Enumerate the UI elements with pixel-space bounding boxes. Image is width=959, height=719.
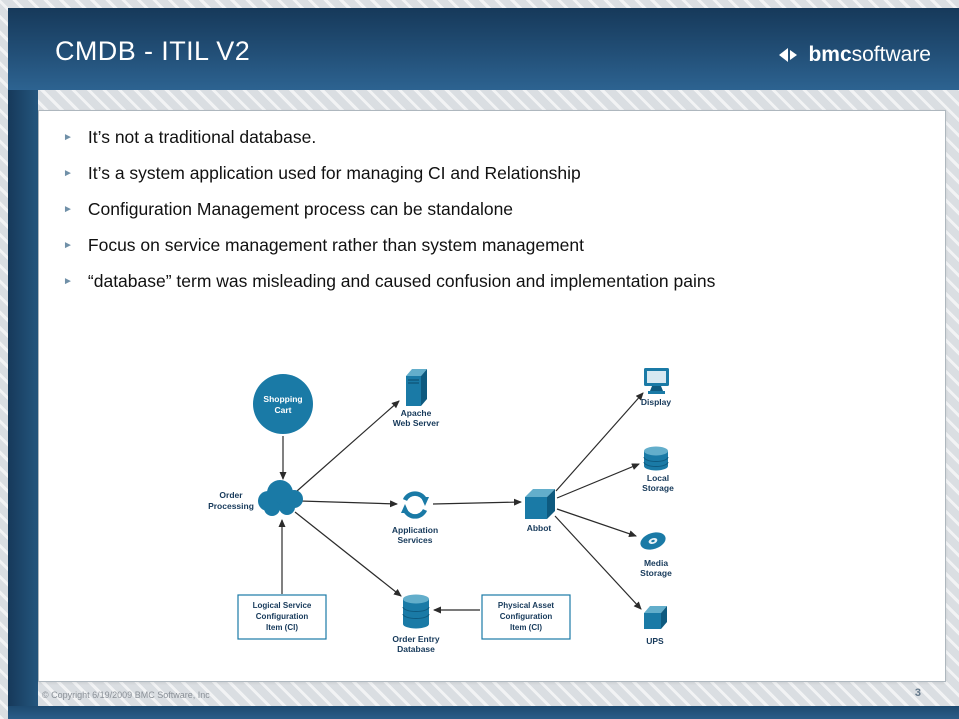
apache-web-server-node: Apache Web Server xyxy=(393,369,440,428)
connector-arrows xyxy=(278,392,644,614)
page-number: 3 xyxy=(914,687,921,699)
physical-ci-label: Item (CI) xyxy=(510,623,542,632)
arrow-abbot-to-display xyxy=(555,392,644,492)
arrow-cloud-to-appservices xyxy=(299,500,398,508)
bmc-logo-icon xyxy=(779,47,798,62)
disc-icon xyxy=(640,532,666,550)
local-storage-label: Storage xyxy=(642,483,674,493)
arrow-abbot-to-mediastorage xyxy=(556,508,637,538)
bullet-arrow-icon: ► xyxy=(63,276,73,287)
logo-regular-text: software xyxy=(851,43,931,66)
abbot-label: Abbot xyxy=(527,523,552,533)
server-icon xyxy=(406,369,427,406)
circular-arrows-icon xyxy=(401,491,429,519)
cloud-icon xyxy=(258,480,303,516)
display-node: Display xyxy=(641,368,672,407)
arrow-cloud-to-database xyxy=(294,511,402,597)
local-storage-node: Local Storage xyxy=(642,446,674,493)
database-cylinder-icon xyxy=(402,594,430,629)
copyright-text: © Copyright 6/19/2009 BMC Software, Inc xyxy=(42,690,210,700)
footer-band xyxy=(8,706,959,719)
bullet-item: ► Focus on service management rather than… xyxy=(63,233,925,269)
local-storage-label: Local xyxy=(647,473,669,483)
storage-cylinder-icon xyxy=(643,446,669,471)
order-processing-label: Order xyxy=(219,490,243,500)
application-services-label: Application xyxy=(392,525,438,535)
bullet-item: ► “database” term was misleading and caus… xyxy=(63,269,925,305)
order-processing-node: Order Processing xyxy=(208,480,303,516)
media-storage-label: Media xyxy=(644,558,668,568)
arrow-abbot-to-ups xyxy=(554,515,642,610)
bullet-arrow-icon: ► xyxy=(63,240,73,251)
box-icon xyxy=(644,606,667,629)
arrow-abbot-to-localstorage xyxy=(556,463,640,499)
physical-ci-label: Configuration xyxy=(500,612,553,621)
logical-ci-label: Configuration xyxy=(256,612,309,621)
application-services-node: Application Services xyxy=(392,491,438,545)
content-panel: ► It’s not a traditional database. ► It’s … xyxy=(38,110,946,682)
logical-ci-label: Logical Service xyxy=(253,601,312,610)
order-entry-database-label: Order Entry xyxy=(392,634,440,644)
ups-label: UPS xyxy=(646,636,664,646)
logo-bold-text: bmc xyxy=(808,43,852,66)
physical-ci-label: Physical Asset xyxy=(498,601,555,610)
physical-asset-ci-node: Physical Asset Configuration Item (CI) xyxy=(481,594,571,640)
application-services-label: Services xyxy=(398,535,433,545)
shopping-cart-node: Shopping Cart xyxy=(253,374,313,434)
header-band xyxy=(8,8,959,90)
shopping-cart-label: Cart xyxy=(274,405,291,415)
arrow-cloud-to-apache xyxy=(296,400,400,492)
ci-box xyxy=(481,594,571,640)
shopping-cart-label: Shopping xyxy=(263,394,302,404)
ci-box xyxy=(237,594,327,640)
order-entry-database-node: Order Entry Database xyxy=(392,594,440,654)
bmc-logo-text: bmcsoftware xyxy=(808,44,931,65)
page-title: CMDB - ITIL V2 xyxy=(55,36,251,66)
ups-node: UPS xyxy=(644,606,667,646)
bullet-item: ► Configuration Management process can be… xyxy=(63,197,925,233)
architecture-diagram: Shopping Cart Order Processing xyxy=(208,368,674,654)
cube-icon xyxy=(525,489,555,519)
bullet-arrow-icon: ► xyxy=(63,168,73,179)
order-processing-label: Processing xyxy=(208,501,254,511)
media-storage-node: Media Storage xyxy=(640,532,672,578)
bullet-text: Focus on service management rather than … xyxy=(87,235,584,255)
bullet-arrow-icon: ► xyxy=(63,204,73,215)
bmc-logo: bmcsoftware xyxy=(777,44,931,65)
apache-label: Apache xyxy=(401,408,432,418)
abbot-node: Abbot xyxy=(525,489,555,533)
bullet-text: “database” term was misleading and cause… xyxy=(87,271,716,291)
bullet-item: ► It’s a system application used for mana… xyxy=(63,161,925,197)
bullet-text: Configuration Management process can be … xyxy=(87,199,514,219)
bullet-arrow-icon: ► xyxy=(63,132,73,143)
shopping-cart-circle-icon xyxy=(253,374,313,434)
apache-label: Web Server xyxy=(393,418,440,428)
media-storage-label: Storage xyxy=(640,568,672,578)
arrow-appservices-to-abbot xyxy=(432,498,522,506)
monitor-icon xyxy=(644,368,669,394)
bullet-text: It’s a system application used for manag… xyxy=(87,163,581,183)
order-entry-database-label: Database xyxy=(397,644,435,654)
left-accent-bar xyxy=(8,8,38,706)
bullet-text: It’s not a traditional database. xyxy=(87,127,317,147)
display-label: Display xyxy=(641,397,672,407)
bullet-list: ► It’s not a traditional database. ► It’s … xyxy=(63,125,925,305)
logical-service-ci-node: Logical Service Configuration Item (CI) xyxy=(237,594,327,640)
bullet-item: ► It’s not a traditional database. xyxy=(63,125,925,161)
logical-ci-label: Item (CI) xyxy=(266,623,298,632)
